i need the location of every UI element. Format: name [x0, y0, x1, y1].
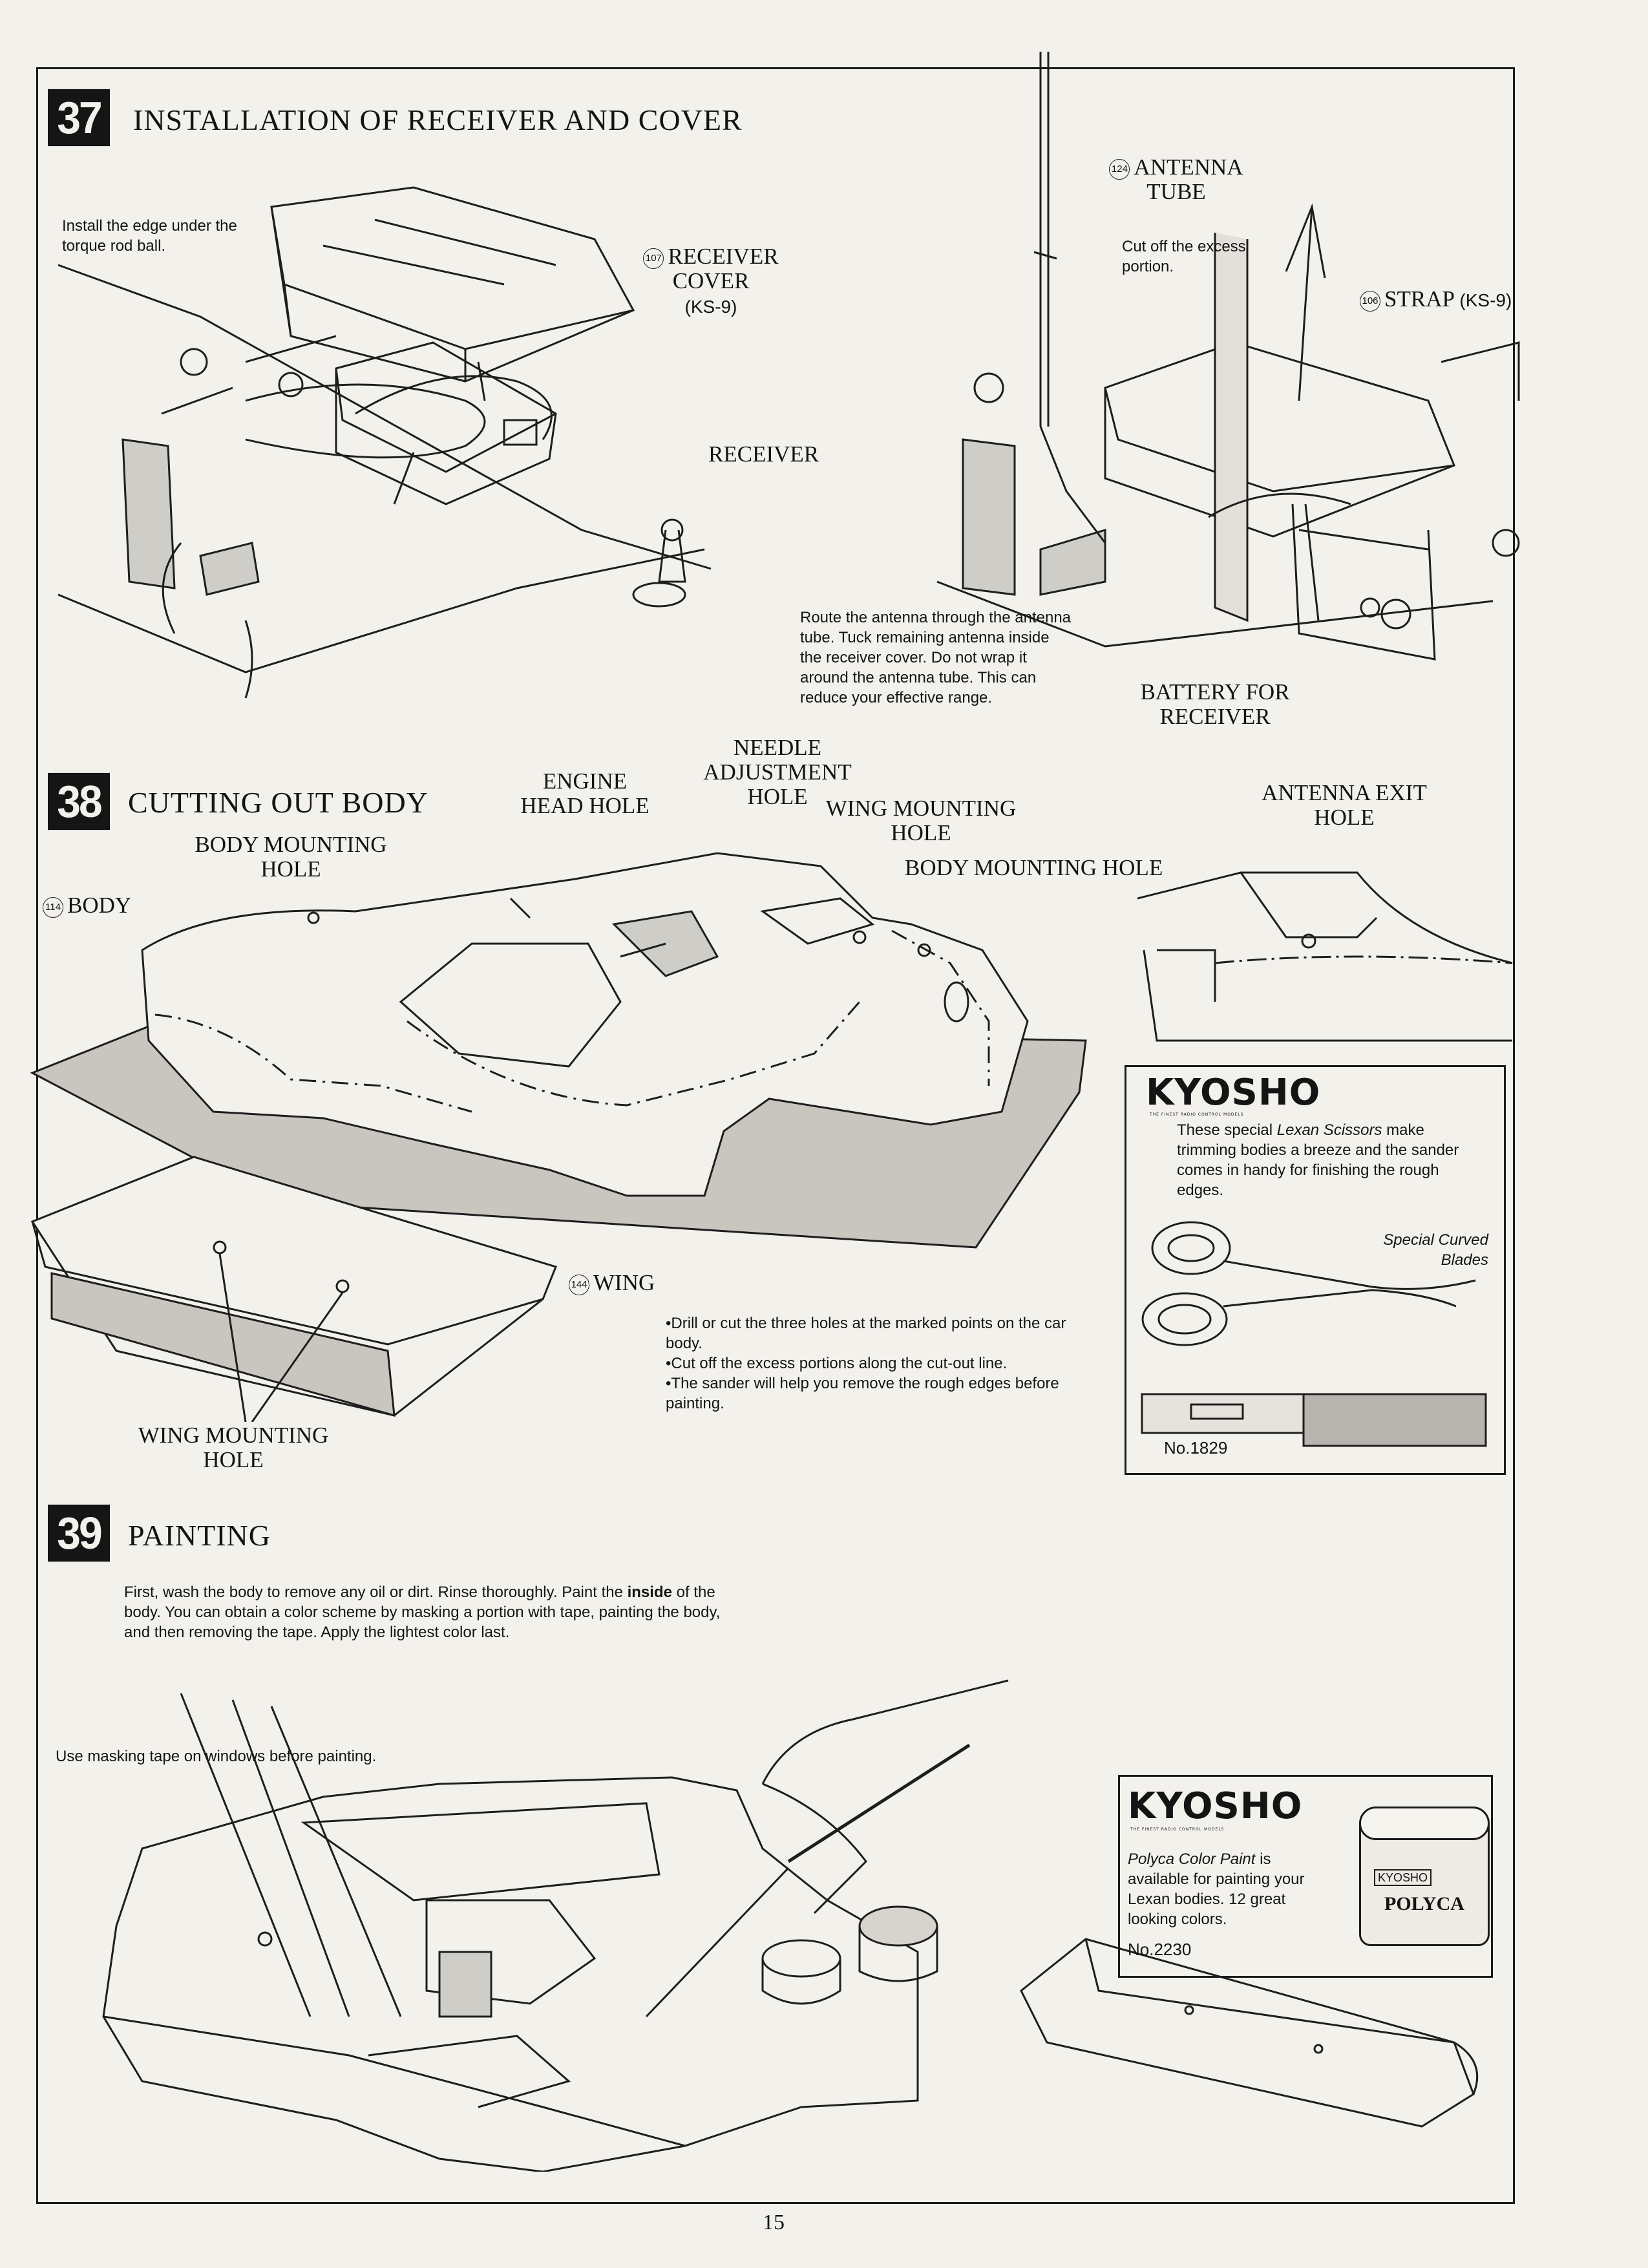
- part-number-144: 144: [569, 1274, 589, 1295]
- wing-mounting-hole-label-2: WING MOUNTING HOLE: [138, 1423, 329, 1472]
- kyosho-tagline: THE FINEST RADIO CONTROL MODELS: [1150, 1112, 1244, 1117]
- wing-mounting-hole-label-1: WING MOUNTING HOLE: [825, 796, 1017, 845]
- kyosho-paint-ad: KYOSHO THE FINEST RADIO CONTROL MODELS P…: [1118, 1775, 1493, 1978]
- step-39-number: 39: [48, 1504, 110, 1562]
- body-mounting-hole-label-1: BODY MOUNTING HOLE: [195, 832, 387, 882]
- antenna-routing-note: Route the antenna through the antenna tu…: [800, 609, 1072, 706]
- part-number-124: 124: [1109, 158, 1130, 180]
- polyca-paint-jar: KYOSHO POLYCA: [1359, 1807, 1490, 1946]
- step-38-title: CUTTING OUT BODY: [128, 786, 428, 819]
- needle-adjustment-hole-label: NEEDLE ADJUSTMENT HOLE: [703, 735, 852, 809]
- part-number-107: 107: [643, 248, 664, 269]
- wing-illustration: [30, 1156, 557, 1422]
- step-37-number: 37: [48, 89, 110, 147]
- body-mounting-hole-label-2: BODY MOUNTING HOLE: [905, 855, 1163, 880]
- scissors-ad-text: These special Lexan Scissors make trimmi…: [1177, 1121, 1459, 1199]
- antenna-strap-illustration: [936, 52, 1520, 661]
- cut-excess-note: Cut off the excess portion.: [1122, 238, 1246, 275]
- scissors-part-number: No.1829: [1164, 1438, 1228, 1457]
- jar-lid: [1359, 1807, 1490, 1840]
- kyosho-logo: KYOSHO: [1146, 1072, 1321, 1114]
- step-39-title: PAINTING: [128, 1519, 271, 1552]
- jar-label: POLYCA: [1384, 1893, 1464, 1914]
- kyosho-logo: KYOSHO: [1128, 1785, 1303, 1827]
- part-number-114: 114: [43, 896, 63, 918]
- receiver-label: RECEIVER: [708, 441, 819, 467]
- antenna-exit-detail-illustration: [1137, 871, 1513, 1042]
- curved-blades-caption: Special Curved Blades: [1383, 1231, 1488, 1269]
- kyosho-scissors-ad: KYOSHO THE FINEST RADIO CONTROL MODELS T…: [1125, 1065, 1506, 1475]
- jar-brand: KYOSHO: [1374, 1869, 1432, 1886]
- wing-painting-illustration: [1020, 1938, 1479, 2128]
- note-torque-rod: Install the edge under the torque rod ba…: [62, 217, 237, 255]
- step-37-title: INSTALLATION OF RECEIVER AND COVER: [133, 103, 743, 136]
- paint-ad-text: Polyca Color Paint is available for pain…: [1128, 1850, 1305, 1928]
- masking-tape-note: Use masking tape on windows before paint…: [56, 1748, 377, 1765]
- body-painting-illustration: [102, 1679, 1009, 2172]
- scissors-illustration: [1141, 1221, 1476, 1346]
- receiver-installation-illustration: [58, 186, 712, 699]
- instruction-item: •The sander will help you remove the rou…: [666, 1375, 1059, 1412]
- page-frame: [36, 67, 1515, 2204]
- page-number: 15: [763, 2210, 785, 2234]
- painting-instructions: First, wash the body to remove any oil o…: [124, 1584, 721, 1641]
- battery-label: BATTERY FOR RECEIVER: [1140, 679, 1290, 729]
- part-number-106: 106: [1360, 290, 1380, 312]
- instruction-item: •Cut off the excess portions along the c…: [666, 1355, 1008, 1372]
- cutting-instructions-list: •Drill or cut the three holes at the mar…: [666, 1313, 1105, 1414]
- paint-part-number: No.2230: [1128, 1940, 1192, 1959]
- engine-head-hole-label: ENGINE HEAD HOLE: [520, 768, 650, 818]
- antenna-exit-hole-label: ANTENNA EXIT HOLE: [1262, 780, 1427, 830]
- instruction-item: •Drill or cut the three holes at the mar…: [666, 1315, 1066, 1352]
- kyosho-tagline: THE FINEST RADIO CONTROL MODELS: [1130, 1827, 1225, 1832]
- sander-illustration: [1141, 1393, 1487, 1447]
- step-38-number: 38: [48, 772, 110, 831]
